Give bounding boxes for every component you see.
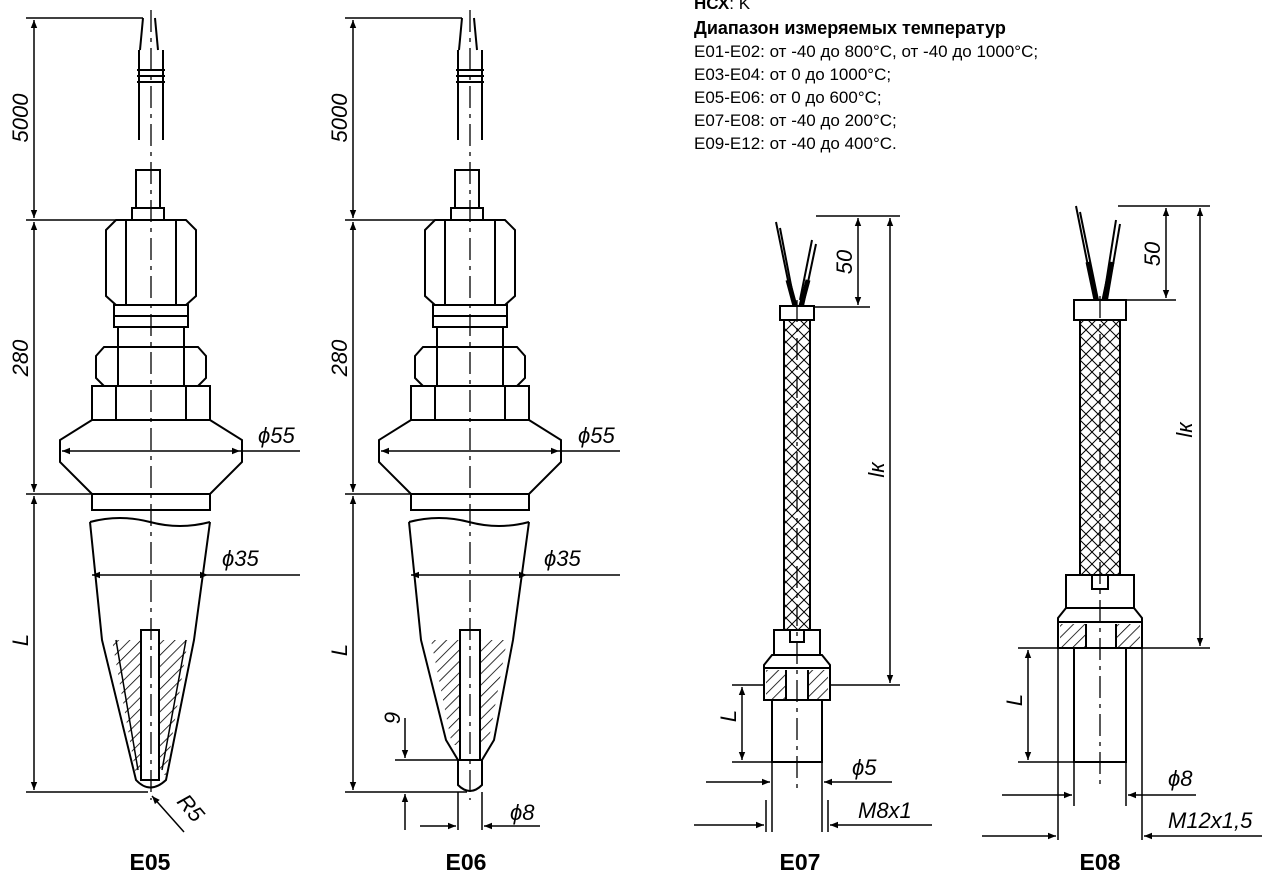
dim-head-label: 280 <box>327 339 352 377</box>
dim-tip-dia-label: ϕ8 <box>510 800 535 825</box>
nsx-value: : K <box>729 0 751 13</box>
break-line <box>408 517 530 527</box>
dim-flange-label: ϕ55 <box>258 423 295 448</box>
spec-block: НСХ: K Диапазон измеряемых температур E0… <box>694 0 1254 154</box>
drawing-e06 <box>378 10 562 800</box>
caption-e06: E06 <box>446 849 487 875</box>
dim-body-label: ϕ35 <box>222 546 259 571</box>
hex-nut-top <box>105 219 197 328</box>
dim-length-label: L <box>716 710 741 722</box>
range-line: E09-E12: от -40 до 400°C. <box>694 134 897 153</box>
hex-nut-top <box>424 219 516 328</box>
dim-leads-label: 50 <box>832 249 857 274</box>
dim-thread-label: M8x1 <box>858 798 912 823</box>
dimensions-e07 <box>694 215 932 832</box>
lead-wires <box>775 221 817 307</box>
caption-e05: E05 <box>130 849 171 875</box>
dim-tip-label: 9 <box>380 712 405 724</box>
dim-radius-label: R5 <box>172 789 210 827</box>
dim-dia-label: ϕ5 <box>852 755 877 780</box>
nsx-label: НСХ <box>694 0 730 13</box>
dim-length-label: L <box>1002 694 1027 706</box>
fitting <box>763 629 831 701</box>
lead-wires <box>1075 205 1121 301</box>
nsx-line: НСХ: K <box>694 0 1254 14</box>
break-line <box>89 517 211 527</box>
fitting <box>1057 574 1143 649</box>
range-line: E03-E04: от 0 до 1000°C; <box>694 65 892 84</box>
dim-flange-label: ϕ55 <box>578 423 615 448</box>
dim-cable-label: lк <box>864 461 889 478</box>
dimensions-e08 <box>982 205 1262 840</box>
dim-cable-label: 5000 <box>8 93 33 143</box>
dim-dia-label: ϕ8 <box>1168 766 1193 791</box>
range-title: Диапазон измеряемых температур <box>694 18 1006 38</box>
range-line: E01-E02: от -40 до 800°C, от -40 до 1000… <box>694 42 1039 61</box>
cone-body <box>408 521 530 792</box>
dimensions-e06 <box>345 17 620 830</box>
dimensions-e05 <box>26 17 300 833</box>
dim-length-label: L <box>327 644 352 656</box>
caption-e08: E08 <box>1080 849 1121 875</box>
drawing-e05 <box>59 10 243 800</box>
cable <box>131 17 165 221</box>
range-line: E05-E06: от 0 до 600°C; <box>694 88 882 107</box>
cone-body <box>89 521 211 789</box>
dim-thread-label: M12x1,5 <box>1168 808 1253 833</box>
caption-e07: E07 <box>780 849 821 875</box>
drawing-e07 <box>763 221 831 790</box>
range-line: E07-E08: от -40 до 200°C; <box>694 111 897 130</box>
dim-cable-label: lк <box>1172 421 1197 438</box>
cable <box>450 17 484 221</box>
drawing-e08 <box>1057 205 1143 790</box>
dim-radius-line <box>151 795 185 833</box>
dim-leads-label: 50 <box>1140 241 1165 266</box>
dim-length-label: L <box>8 634 33 646</box>
dim-cable-label: 5000 <box>327 93 352 143</box>
dim-head-label: 280 <box>8 339 33 377</box>
dim-body-label: ϕ35 <box>544 546 581 571</box>
